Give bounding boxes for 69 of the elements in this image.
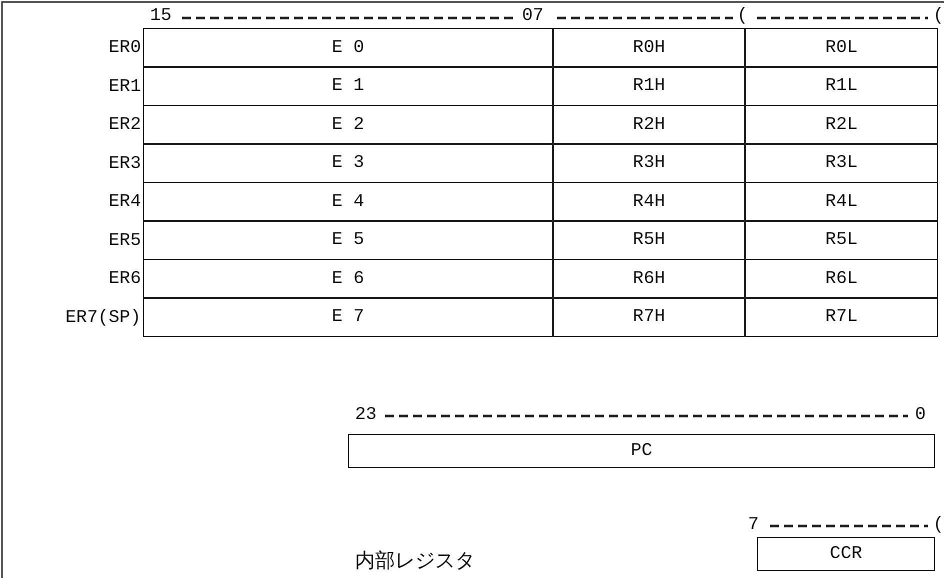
register-name: R7L	[825, 307, 858, 327]
register-name: E 2	[332, 114, 364, 134]
register-cell	[553, 182, 745, 221]
register-name: PC	[630, 441, 652, 461]
register-name: E 6	[332, 268, 364, 288]
register-cell	[745, 144, 938, 182]
register-name: E 3	[332, 153, 364, 173]
register-name: R3H	[632, 153, 666, 173]
register-name: R0H	[632, 38, 666, 58]
register-pair-name: ER2	[108, 115, 141, 135]
bit-number: (	[737, 6, 748, 26]
register-cell	[553, 220, 745, 260]
register-pair-name: ER1	[108, 76, 141, 96]
register-pair-name: ER0	[108, 38, 141, 58]
register-name: E 0	[332, 38, 364, 58]
bit-number: (	[933, 515, 944, 535]
register-name: E 7	[332, 307, 364, 327]
register-name: R2H	[632, 114, 666, 134]
register-name: E 4	[332, 192, 364, 212]
register-name: R6H	[632, 268, 666, 288]
bit-number: 7	[748, 515, 759, 535]
register-pair-name: ER3	[108, 154, 141, 174]
register-cell	[143, 182, 553, 221]
register-pair-name: ER7(SP)	[65, 308, 141, 328]
register-cell	[757, 537, 935, 571]
bit-number: (	[933, 6, 944, 26]
caption-text: 内部レジスタ	[355, 548, 475, 572]
register-name: CCR	[830, 544, 862, 564]
register-cell	[553, 298, 745, 336]
bit-number: 23	[355, 405, 377, 425]
register-cell	[745, 220, 938, 260]
register-cell	[745, 182, 938, 221]
register-cell	[143, 144, 553, 182]
register-pair-name: ER6	[108, 269, 141, 289]
bit-number: 07	[522, 6, 544, 26]
register-name: E 1	[332, 76, 364, 96]
register-name: R5L	[825, 230, 858, 250]
register-name: R2L	[825, 114, 858, 134]
register-name: R1H	[632, 76, 666, 96]
register-name: R6L	[825, 268, 858, 288]
register-cell	[143, 220, 553, 260]
register-cell	[553, 144, 745, 182]
register-cell	[745, 259, 938, 298]
register-cell	[553, 105, 745, 144]
register-cell	[745, 298, 938, 336]
register-cell	[143, 259, 553, 298]
register-name: R1L	[825, 76, 858, 96]
register-cell	[745, 66, 938, 106]
register-name: R4L	[825, 192, 858, 212]
register-cell	[745, 105, 938, 144]
register-cell	[553, 66, 745, 106]
register-cell	[745, 28, 938, 67]
register-cell	[553, 259, 745, 298]
bit-number: 15	[150, 6, 172, 26]
register-name: R0L	[825, 38, 858, 58]
register-name: R7H	[632, 307, 666, 327]
register-name: R5H	[632, 230, 666, 250]
register-cell	[143, 66, 553, 106]
register-name: R4H	[632, 192, 666, 212]
register-pair-name: ER4	[108, 192, 141, 212]
register-cell	[348, 434, 935, 468]
register-pair-name: ER5	[108, 230, 141, 250]
register-cell	[143, 28, 553, 67]
register-name: E 5	[332, 230, 364, 250]
register-cell	[143, 298, 553, 336]
register-cell	[553, 28, 745, 67]
bit-number: 0	[915, 405, 926, 425]
register-name: R3L	[825, 153, 858, 173]
register-cell	[143, 105, 553, 144]
